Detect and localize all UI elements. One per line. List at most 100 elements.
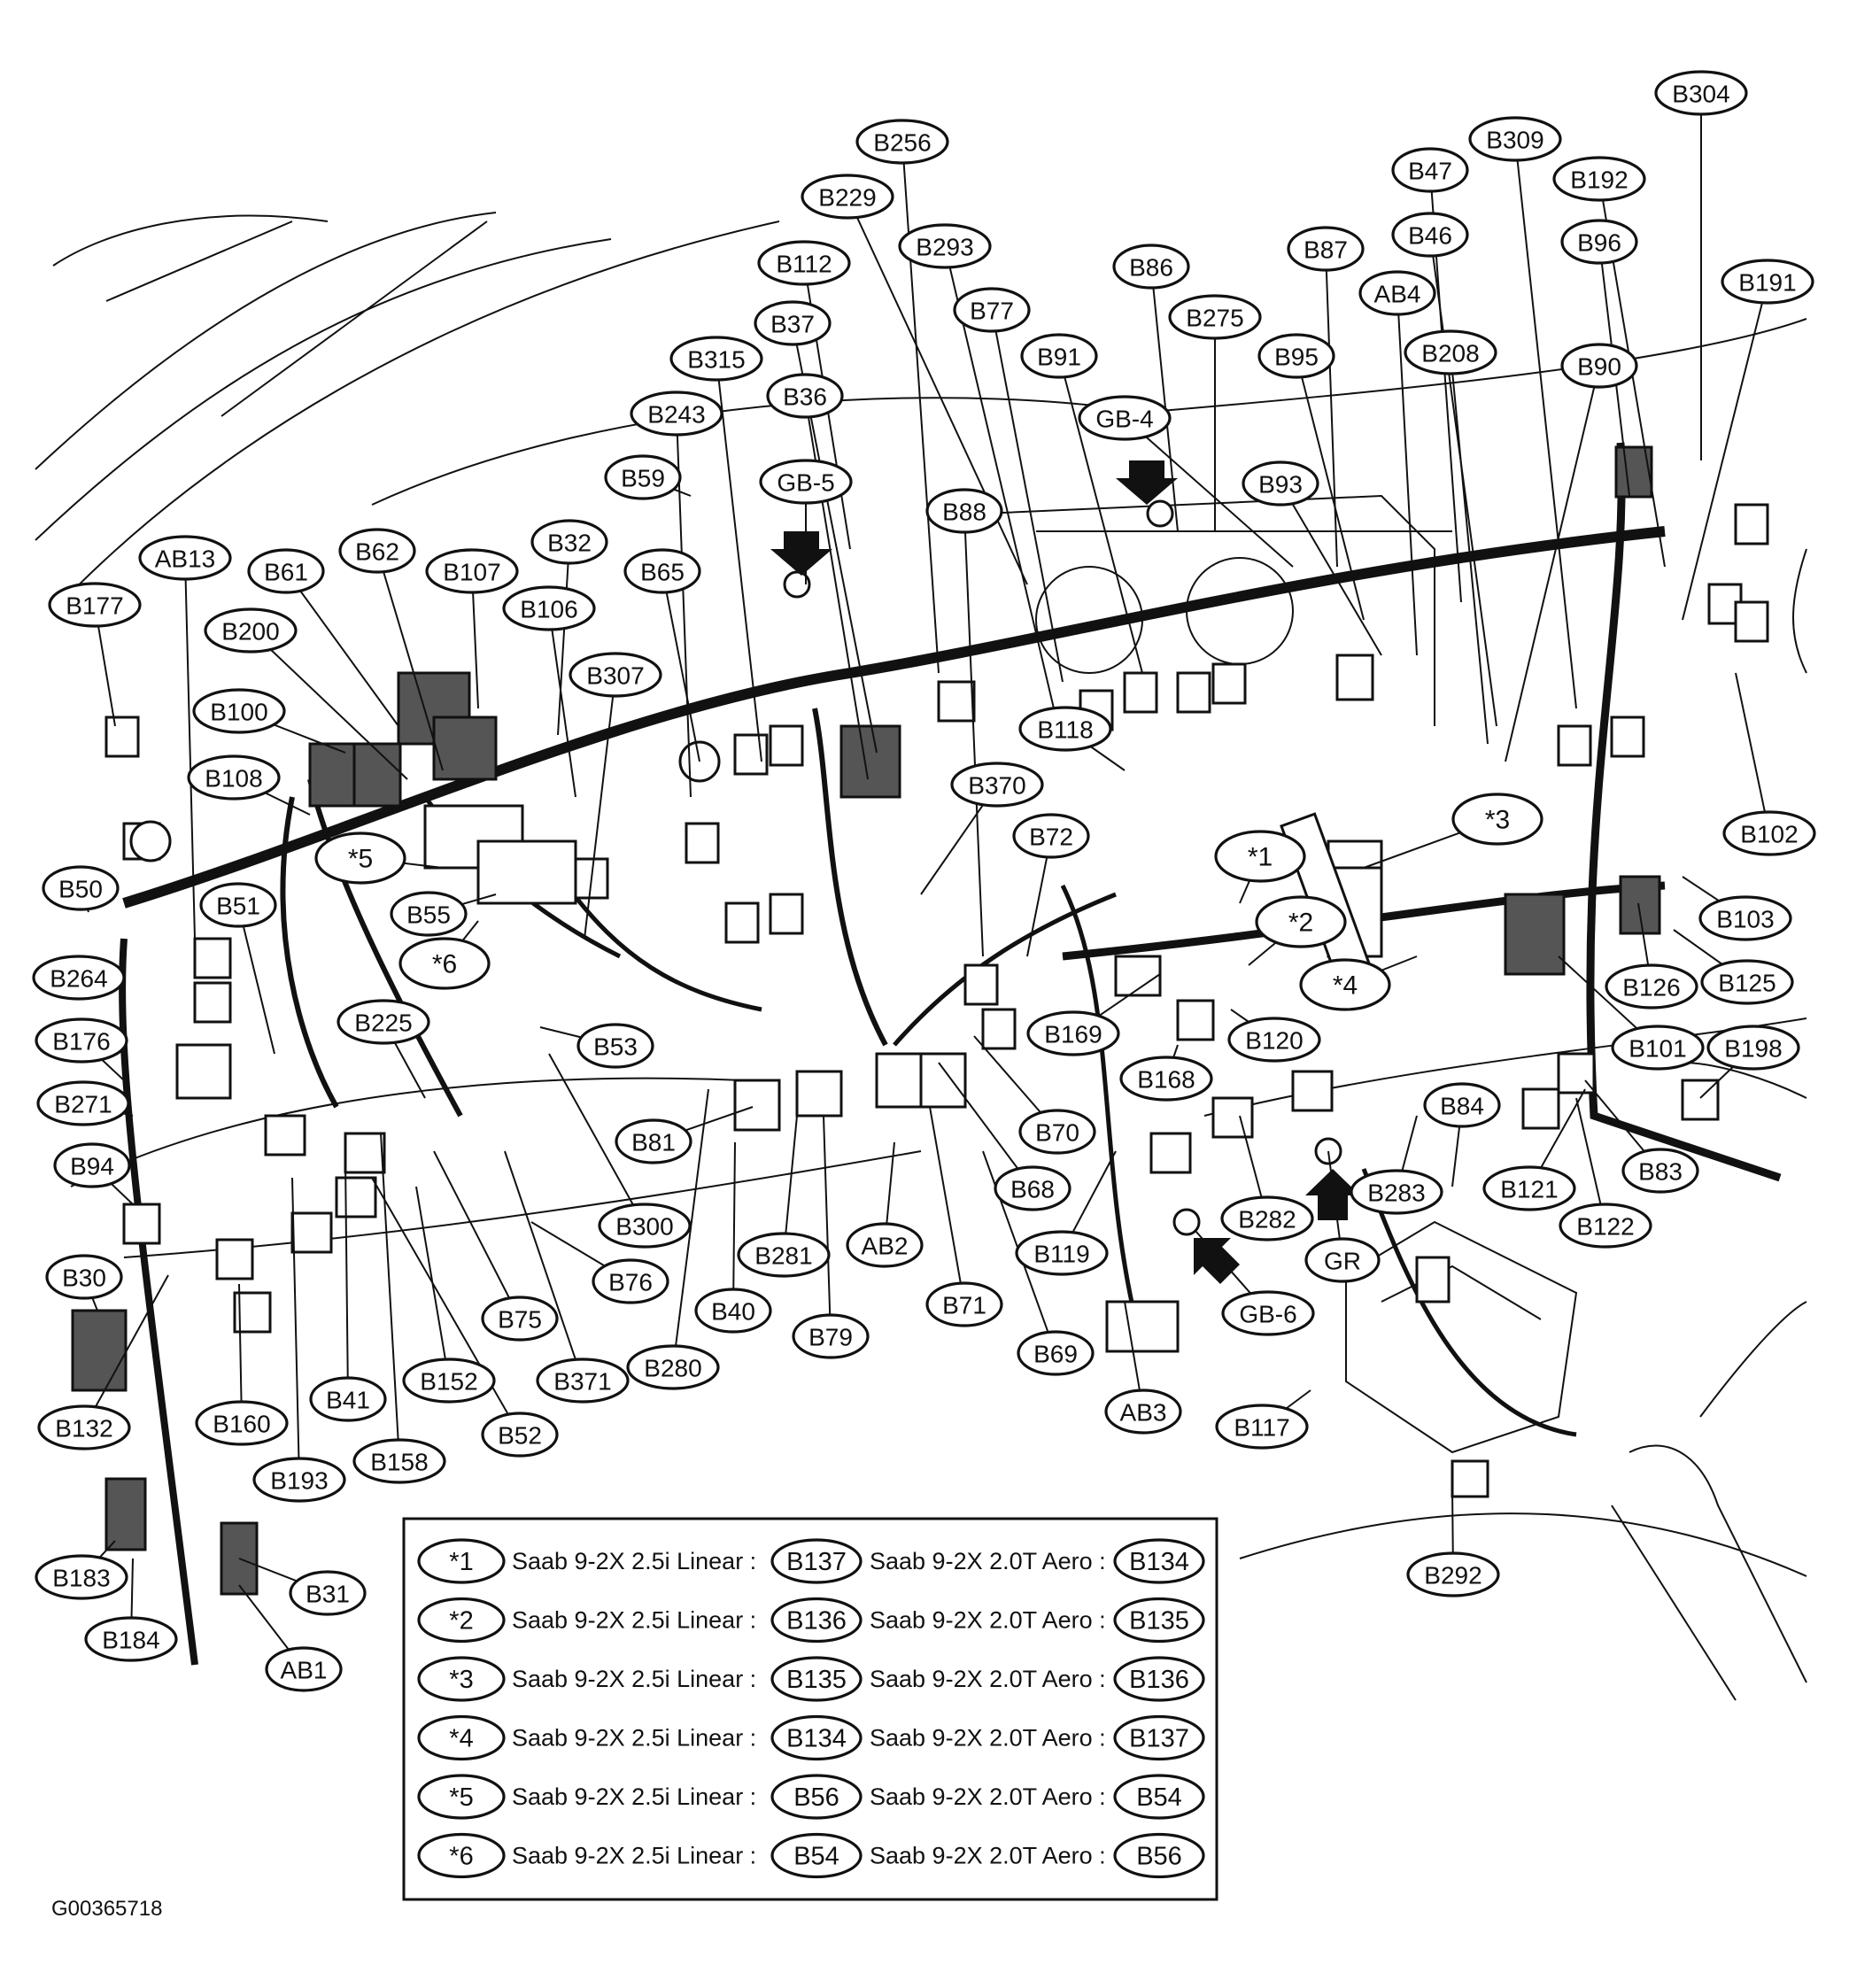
- connector-label-text: B96: [1577, 229, 1621, 257]
- connector-label-b177: B177: [48, 582, 142, 628]
- connector-label-text: B283: [1367, 1180, 1425, 1207]
- connector-label-b292: B292: [1406, 1551, 1500, 1597]
- connector-label-b75: B75: [481, 1296, 559, 1342]
- connector-label-text: AB13: [155, 545, 216, 573]
- legend-aero-code: B134: [1113, 1538, 1205, 1584]
- connector-label-ab3: AB3: [1104, 1389, 1182, 1435]
- legend-star-text: *6: [449, 1843, 473, 1871]
- connector-label-b168: B168: [1119, 1056, 1213, 1102]
- leader-line: [433, 1150, 521, 1319]
- legend-linear-code: B134: [770, 1714, 863, 1761]
- connector-label-b70: B70: [1018, 1109, 1096, 1155]
- connector-label-b41: B41: [309, 1376, 387, 1422]
- connector-label-b108: B108: [187, 754, 281, 801]
- connector-label-text: GB-4: [1095, 406, 1153, 433]
- connector-label-text: B169: [1044, 1021, 1102, 1048]
- leader-lines: [78, 93, 1770, 1670]
- connector-label-text: GB-6: [1239, 1301, 1296, 1328]
- connector-label-b191: B191: [1721, 259, 1814, 305]
- connector-label-gb-6: GB-6: [1221, 1290, 1315, 1336]
- variant-marker-6: *6: [398, 937, 491, 990]
- connector-label-text: B84: [1440, 1093, 1484, 1120]
- leader-line: [783, 1115, 798, 1256]
- connector-label-b300: B300: [598, 1203, 692, 1249]
- connector-label-b120: B120: [1227, 1017, 1321, 1063]
- connector-label-b46: B46: [1391, 212, 1469, 258]
- connector-label-b86: B86: [1112, 244, 1190, 290]
- connector-label-b132: B132: [37, 1404, 131, 1450]
- legend-variant-marker: *3: [417, 1656, 506, 1702]
- connector-label-b87: B87: [1287, 226, 1365, 272]
- main-harness: [119, 442, 1782, 1666]
- leader-line: [371, 1177, 521, 1435]
- connector-label-text: B70: [1035, 1119, 1079, 1147]
- leader-line: [823, 1115, 832, 1337]
- legend-star-text: *3: [449, 1666, 473, 1694]
- connector-label-b72: B72: [1012, 813, 1090, 859]
- connector-label-text: B31: [306, 1581, 350, 1608]
- legend-aero-code-text: B56: [1136, 1843, 1182, 1871]
- connector-label-text: B69: [1033, 1341, 1078, 1368]
- legend-linear-code-text: B54: [793, 1843, 839, 1871]
- connector-label-b264: B264: [32, 955, 126, 1001]
- variant-marker-2: *2: [1255, 895, 1347, 948]
- connector-label-text: B282: [1238, 1206, 1296, 1234]
- connector-label-b83: B83: [1621, 1148, 1699, 1194]
- legend-linear-code: B54: [770, 1832, 863, 1879]
- connector-label-b152: B152: [402, 1358, 496, 1404]
- connector-label-text: B292: [1424, 1562, 1482, 1590]
- connector-label-b32: B32: [530, 519, 608, 565]
- connector-label-b36: B36: [766, 373, 844, 419]
- variant-marker-text: *3: [1485, 806, 1510, 835]
- connector-label-text: B30: [62, 1265, 106, 1292]
- connector-label-text: B168: [1137, 1066, 1195, 1094]
- connector-label-text: B55: [406, 901, 451, 929]
- leader-line: [1058, 355, 1143, 674]
- connector-label-b200: B200: [204, 607, 298, 654]
- connector-label-b229: B229: [801, 174, 894, 220]
- leader-line: [901, 141, 940, 674]
- connector-label-text: B307: [586, 662, 644, 690]
- connector-label-b283: B283: [1350, 1169, 1443, 1215]
- connector-label-text: B36: [783, 383, 827, 411]
- connector-label-text: B102: [1740, 821, 1798, 848]
- legend-linear-code: B137: [770, 1538, 863, 1584]
- connector-label-b71: B71: [925, 1281, 1003, 1327]
- connector-label-text: B256: [873, 129, 931, 157]
- legend-aero-text: Saab 9-2X 2.0T Aero :: [870, 1607, 1106, 1634]
- connector-label-gb-4: GB-4: [1078, 395, 1172, 441]
- variant-marker-5: *5: [314, 832, 406, 885]
- connector-label-text: B126: [1622, 974, 1680, 1002]
- leader-line: [548, 1053, 646, 1226]
- leader-line: [929, 1106, 965, 1305]
- connector-label-b47: B47: [1391, 147, 1469, 193]
- connector-label-b271: B271: [36, 1080, 130, 1126]
- leader-line: [184, 557, 196, 940]
- connector-label-text: B118: [1037, 716, 1093, 744]
- legend-linear-code: B56: [770, 1774, 863, 1820]
- leader-line: [83, 1274, 169, 1428]
- connector-label-text: B225: [354, 1009, 412, 1037]
- connector-label-b52: B52: [481, 1412, 559, 1458]
- connector-label-text: B370: [968, 772, 1025, 800]
- connector-label-text: B53: [593, 1033, 638, 1061]
- connector-label-b122: B122: [1559, 1203, 1652, 1249]
- leader-line: [250, 630, 408, 780]
- connector-label-b169: B169: [1026, 1010, 1120, 1056]
- connector-label-text: B191: [1738, 269, 1796, 297]
- legend-aero-code-text: B134: [1129, 1548, 1189, 1576]
- connector-label-b126: B126: [1605, 963, 1698, 1009]
- connector-label-text: B94: [70, 1153, 114, 1180]
- connector-label-text: B76: [608, 1269, 653, 1296]
- connector-label-text: B40: [711, 1298, 755, 1326]
- legend-aero-text: Saab 9-2X 2.0T Aero :: [870, 1666, 1106, 1692]
- connector-label-b121: B121: [1482, 1165, 1576, 1211]
- variant-marker-text: *4: [1333, 971, 1358, 1001]
- connector-label-text: B65: [640, 559, 685, 586]
- connector-label-b118: B118: [1018, 706, 1112, 752]
- connector-label-b293: B293: [898, 223, 992, 269]
- connector-label-text: B32: [547, 530, 592, 557]
